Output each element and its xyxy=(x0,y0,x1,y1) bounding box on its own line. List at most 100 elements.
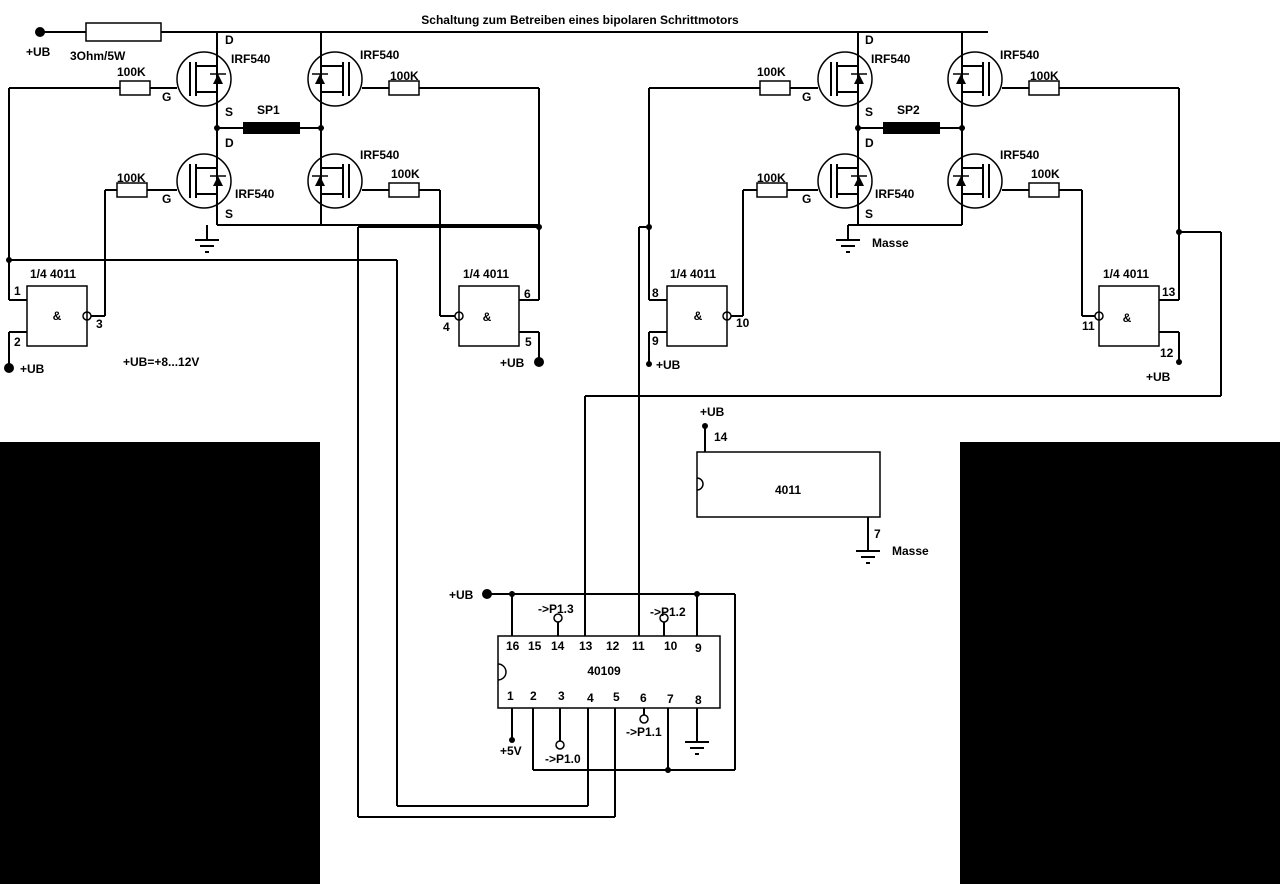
ic-4011-pin7: 7 xyxy=(874,527,881,541)
pin-2: 2 xyxy=(530,689,537,703)
gate3-pin-b: 9 xyxy=(652,334,659,348)
pin-13: 13 xyxy=(579,639,593,653)
port-p12: ->P1.2 xyxy=(650,605,686,619)
control-wires xyxy=(9,226,1222,818)
mosfet-q5-label: IRF540 xyxy=(871,52,911,66)
pin-d2: D xyxy=(225,136,234,150)
h-bridge-1: SP1 xyxy=(9,32,540,253)
ic-40109-ub: +UB xyxy=(449,588,474,602)
gate1-ub: +UB xyxy=(20,362,45,376)
mosfet-q3-label: IRF540 xyxy=(235,187,275,201)
mosfet-q2 xyxy=(307,51,363,107)
mosfet-q3 xyxy=(176,153,232,209)
resistor-r1-label: 100K xyxy=(117,65,146,79)
black-area-left xyxy=(0,442,320,884)
mosfet-q1-label: IRF540 xyxy=(231,52,271,66)
pin-6: 6 xyxy=(640,691,647,705)
pin-g1: G xyxy=(162,90,171,104)
pin-5: 5 xyxy=(613,690,620,704)
black-area-right xyxy=(960,442,1280,884)
gate4-pin-a: 11 xyxy=(1082,319,1095,333)
pin-g4: G xyxy=(802,192,811,206)
mosfet-q6 xyxy=(947,51,1003,107)
mosfet-q4 xyxy=(307,153,363,209)
ic-4011-name: 4011 xyxy=(775,483,801,497)
gate4-label: 1/4 4011 xyxy=(1103,267,1149,281)
pin-d3: D xyxy=(865,33,874,47)
resistor-r2-label: 100K xyxy=(390,69,419,83)
pin-16: 16 xyxy=(506,639,520,653)
pin-s3: S xyxy=(865,105,873,119)
masse-label-1: Masse xyxy=(872,236,909,250)
gate2-ub: +UB xyxy=(500,356,525,370)
port-p10: ->P1.0 xyxy=(545,752,581,766)
pin-s2: S xyxy=(225,207,233,221)
power-resistor-label: 3Ohm/5W xyxy=(70,49,126,63)
resistor-r4-label: 100K xyxy=(391,167,420,181)
ic-40109: 40109 16 15 14 13 12 11 10 9 1 2 3 4 5 6… xyxy=(449,588,736,773)
gate4-pin-b: 12 xyxy=(1160,346,1174,360)
pin-9: 9 xyxy=(695,641,702,655)
coil-sp1-label: SP1 xyxy=(257,103,280,117)
ub-label-1: +UB xyxy=(26,45,51,59)
nand-gate-3: & 1/4 4011 8 9 10 +UB xyxy=(646,88,750,372)
resistor-r6-label: 100K xyxy=(1030,69,1059,83)
mosfet-q7 xyxy=(817,153,873,209)
coil-sp2-label: SP2 xyxy=(897,103,920,117)
gate1-pin-out: 3 xyxy=(96,317,103,331)
gate1-pin-b: 2 xyxy=(14,335,21,349)
pin-14: 14 xyxy=(551,639,565,653)
gate1-pin-a: 1 xyxy=(14,284,21,298)
pin-d4: D xyxy=(865,136,874,150)
mosfet-q1 xyxy=(176,51,232,107)
ic-40109-name: 40109 xyxy=(587,664,621,678)
pin-15: 15 xyxy=(528,639,542,653)
resistor-r3-label: 100K xyxy=(117,171,146,185)
nand-gate-2: & 1/4 4011 4 5 6 +UB xyxy=(439,88,544,370)
pin-10: 10 xyxy=(664,639,678,653)
gate1-label: 1/4 4011 xyxy=(30,267,76,281)
ic-4011: 4011 +UB 14 7 Masse xyxy=(696,405,929,564)
pin-1: 1 xyxy=(507,689,514,703)
gate3-ub: +UB xyxy=(656,358,681,372)
port-p11: ->P1.1 xyxy=(626,725,662,739)
supply-rail: +UB 3Ohm/5W xyxy=(26,22,988,63)
gate4-ub: +UB xyxy=(1146,370,1171,384)
pin-7: 7 xyxy=(667,692,674,706)
ic-4011-ub: +UB xyxy=(700,405,725,419)
gate2-label: 1/4 4011 xyxy=(463,267,509,281)
nand-gate-4: & 1/4 4011 11 12 13 +UB xyxy=(1081,88,1182,384)
mosfet-q6-label: IRF540 xyxy=(1000,48,1040,62)
pin-8: 8 xyxy=(695,693,702,707)
mosfet-q8 xyxy=(947,153,1003,209)
resistor-r5-label: 100K xyxy=(757,65,786,79)
mosfet-q8-label: IRF540 xyxy=(1000,148,1040,162)
gate2-pin-a: 4 xyxy=(443,320,450,334)
gate4-symbol: & xyxy=(1123,311,1132,325)
mosfet-q2-label: IRF540 xyxy=(360,48,400,62)
pin-s4: S xyxy=(865,207,873,221)
ub-range-label: +UB=+8...12V xyxy=(123,355,199,369)
schematic-title: Schaltung zum Betreiben eines bipolaren … xyxy=(421,13,739,27)
gate3-pin-out: 10 xyxy=(736,316,750,330)
pin-11: 11 xyxy=(632,639,645,653)
pin-g2: G xyxy=(162,192,171,206)
gate2-symbol: & xyxy=(483,310,492,324)
plus5v-label: +5V xyxy=(500,744,522,758)
resistor-r7-label: 100K xyxy=(757,171,786,185)
h-bridge-2: SP2 xyxy=(649,32,1179,253)
gate3-symbol: & xyxy=(694,309,703,323)
pin-12: 12 xyxy=(606,639,620,653)
port-p13: ->P1.3 xyxy=(538,602,574,616)
gate3-label: 1/4 4011 xyxy=(670,267,716,281)
coil-sp2 xyxy=(883,122,940,134)
ic-4011-pin14: 14 xyxy=(714,430,728,444)
resistor-r8-label: 100K xyxy=(1031,167,1060,181)
pin-d1: D xyxy=(225,33,234,47)
masse-label-2: Masse xyxy=(892,544,929,558)
mosfet-q5 xyxy=(817,51,873,107)
pin-g3: G xyxy=(802,90,811,104)
pin-s1: S xyxy=(225,105,233,119)
pin-4: 4 xyxy=(587,691,594,705)
